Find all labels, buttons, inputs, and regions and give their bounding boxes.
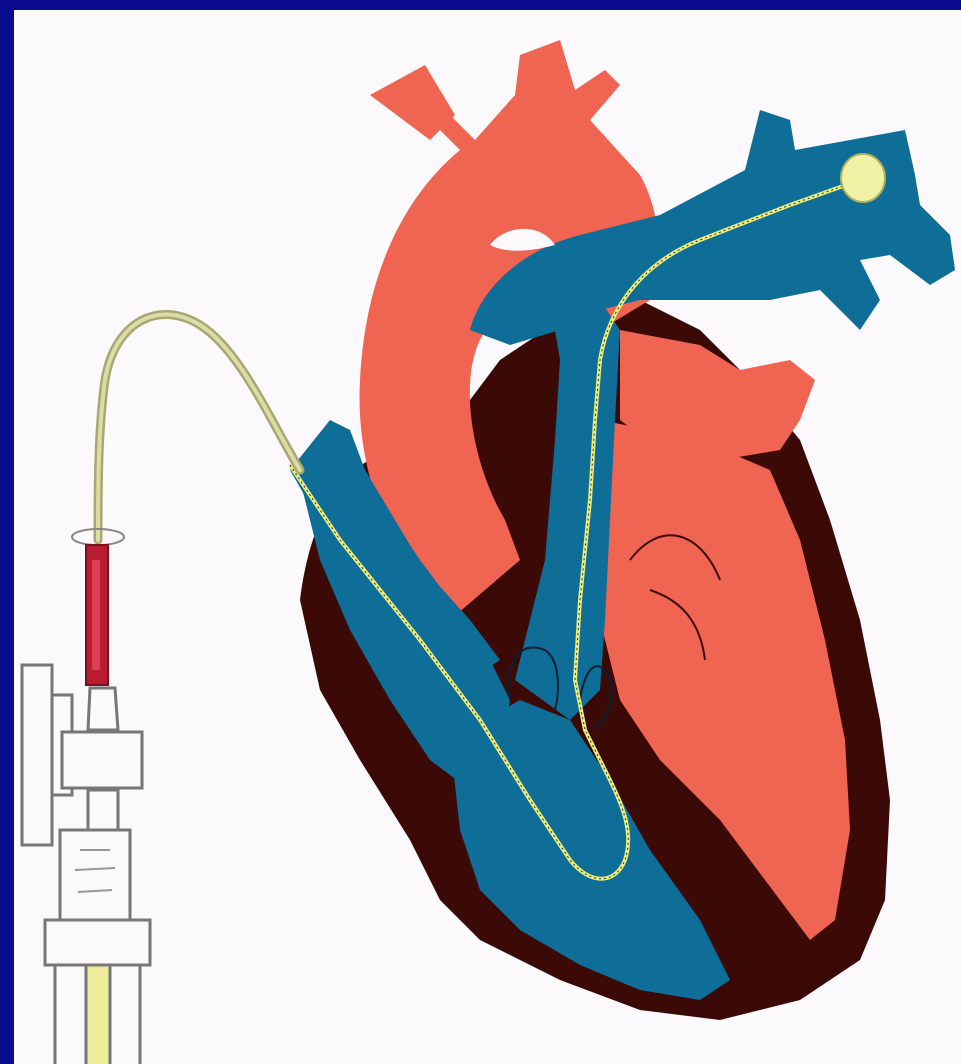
catheter-hub	[72, 529, 124, 685]
diagram-canvas	[14, 10, 961, 1064]
catheter-external-tube-inner	[98, 314, 300, 540]
heart-diagram	[14, 10, 961, 1064]
stopcock-device	[22, 665, 150, 1064]
balloon-tip	[841, 154, 885, 202]
catheter-external-tube	[98, 314, 300, 540]
